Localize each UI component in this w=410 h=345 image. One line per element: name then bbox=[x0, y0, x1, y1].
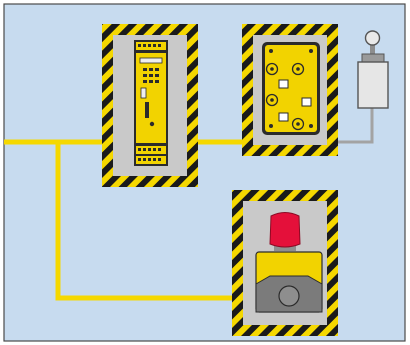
safety-relay-icon[interactable] bbox=[134, 40, 168, 166]
background-panel bbox=[4, 4, 405, 341]
io-module-icon[interactable] bbox=[262, 42, 320, 135]
